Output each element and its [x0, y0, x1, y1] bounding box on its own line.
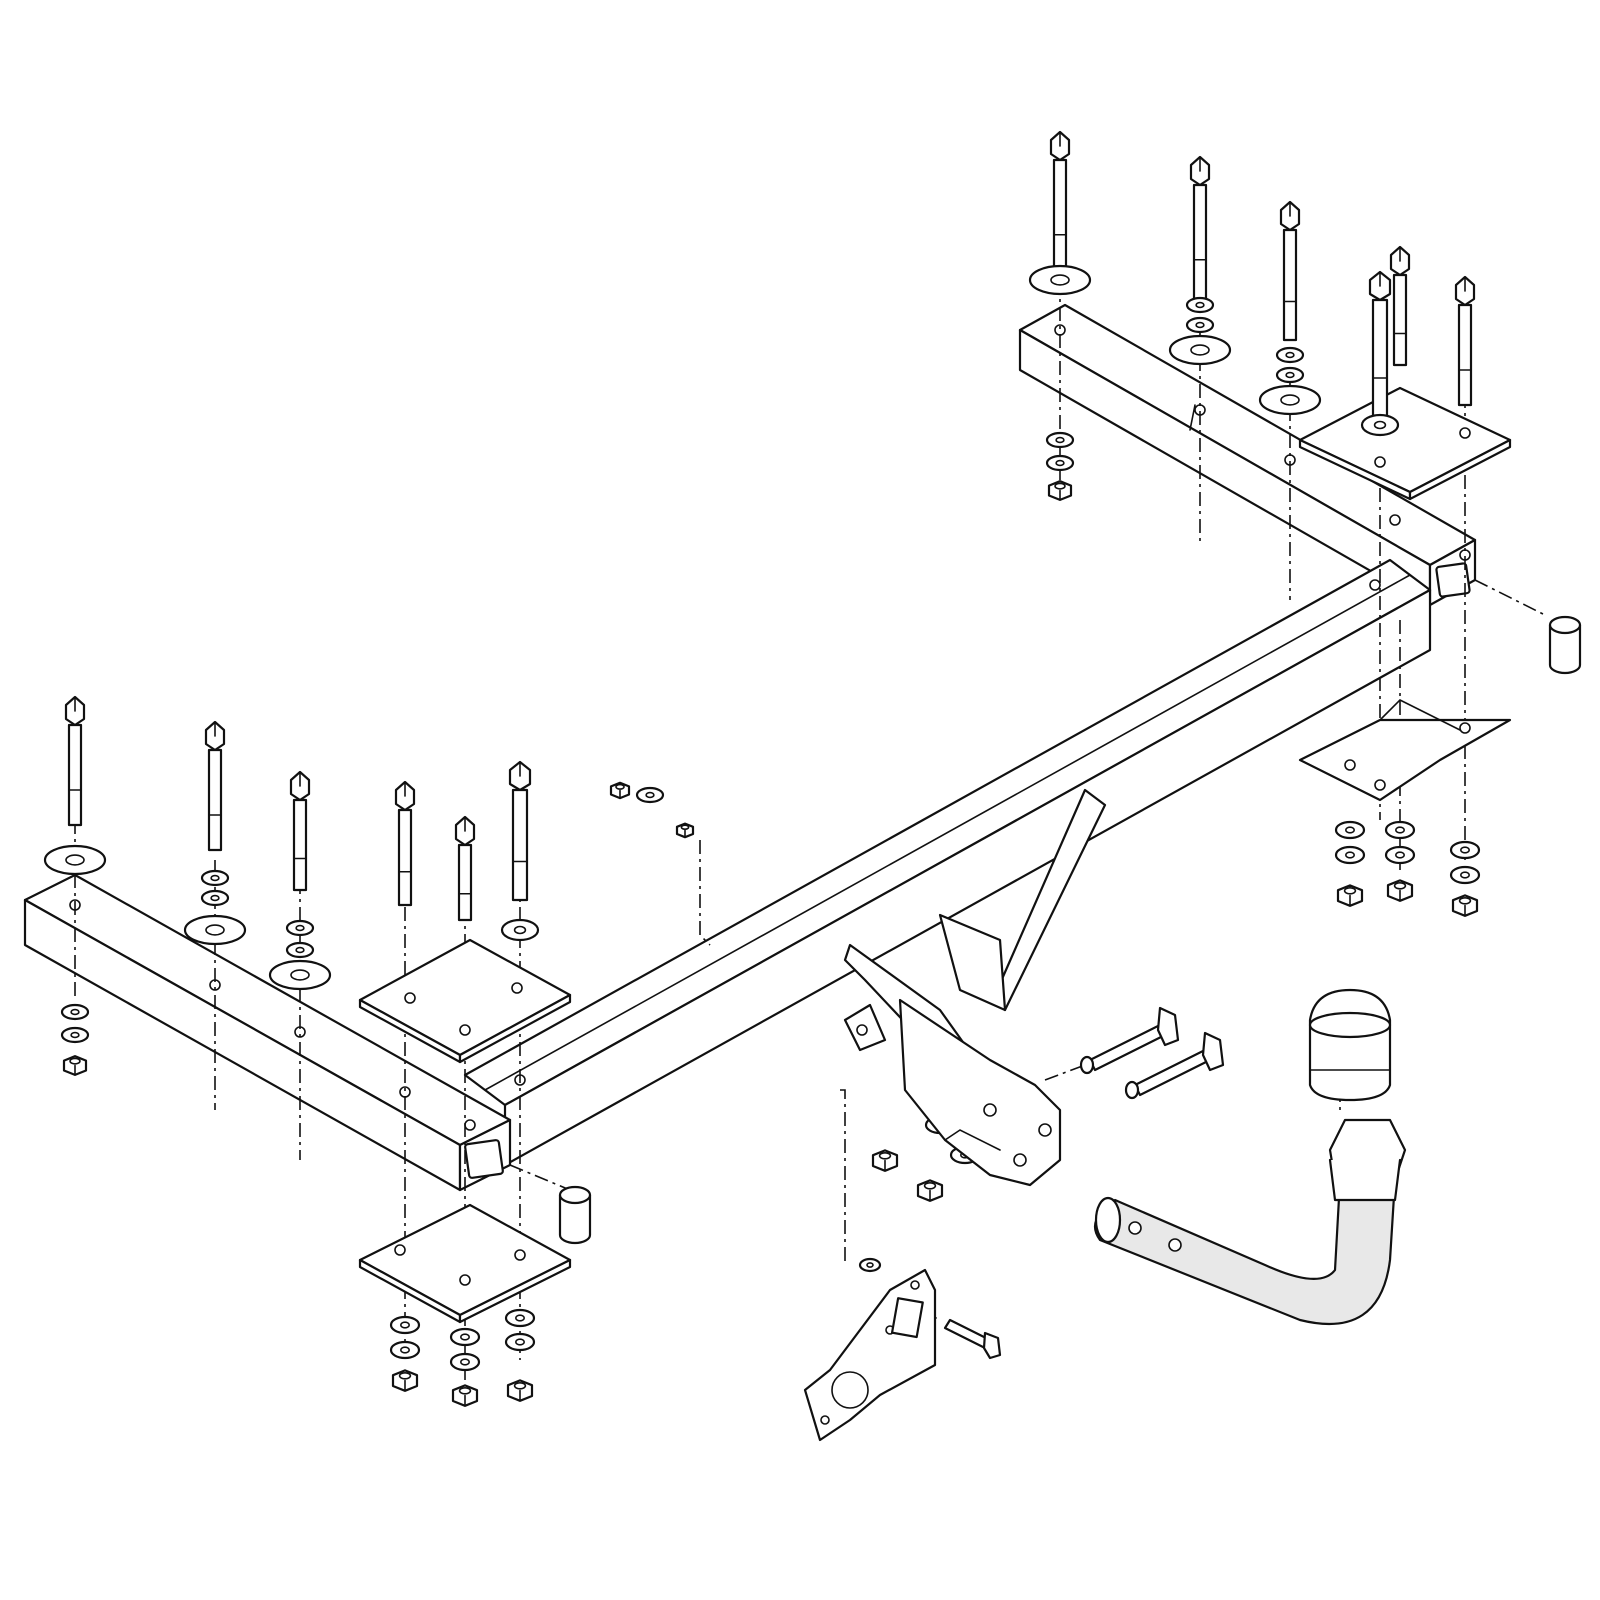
washer — [504, 1308, 536, 1328]
hex-bolt — [1189, 155, 1211, 302]
washer — [1045, 454, 1075, 472]
hex-bolt — [1454, 275, 1476, 407]
hex-nut — [609, 781, 631, 800]
washer — [449, 1352, 481, 1372]
washer — [1258, 384, 1322, 416]
washer — [449, 1327, 481, 1347]
hex-nut — [1386, 879, 1414, 902]
hex-nut — [391, 1369, 419, 1392]
washer — [200, 869, 230, 887]
hex-bolt — [1389, 245, 1411, 367]
tow-ball-cover — [1308, 988, 1392, 1102]
washer — [268, 959, 332, 991]
washer — [1185, 296, 1215, 314]
hex-nuts — [62, 480, 1479, 1407]
hex-bolts — [64, 130, 1476, 922]
hex-bolt — [1049, 130, 1071, 277]
hex-bolt — [508, 760, 532, 902]
hex-nut — [871, 1149, 899, 1172]
electrical-socket-plate — [803, 1268, 1002, 1442]
hex-nut — [916, 1179, 944, 1202]
washer — [200, 889, 230, 907]
side-bolts — [1079, 1006, 1225, 1100]
washer — [1168, 334, 1232, 366]
washer — [858, 1257, 882, 1273]
hex-nut — [506, 1379, 534, 1402]
washer — [1360, 413, 1400, 437]
washer — [285, 919, 315, 937]
hex-nut — [62, 1055, 88, 1077]
washer — [389, 1340, 421, 1360]
washer — [1384, 845, 1416, 865]
hex-nut — [675, 822, 695, 839]
tow-ball-neck — [1093, 1118, 1407, 1326]
washer — [1334, 845, 1366, 865]
hex-nut — [1451, 894, 1479, 917]
washer — [1045, 431, 1075, 449]
washer — [1384, 820, 1416, 840]
washer — [285, 941, 315, 959]
hex-nut — [451, 1384, 479, 1407]
hex-bolt — [64, 695, 86, 827]
socket-bolt — [943, 1318, 1002, 1360]
hex-bolt — [394, 780, 416, 907]
hex-bolt — [204, 720, 226, 852]
side-bolt-upper — [1079, 1006, 1180, 1075]
washer — [1275, 346, 1305, 364]
hex-bolt — [289, 770, 311, 892]
washer — [1185, 316, 1215, 334]
tow-hook-mount-plate — [843, 788, 1107, 1187]
hex-bolt — [454, 815, 476, 922]
washer — [504, 1332, 536, 1352]
clamp-plates — [358, 386, 1512, 1324]
washer — [43, 844, 107, 876]
end-cap-left — [558, 1185, 592, 1245]
hex-nut — [1047, 480, 1073, 501]
washers — [43, 264, 1481, 1372]
washer — [1449, 840, 1481, 860]
side-bolt-lower — [1124, 1031, 1225, 1100]
hex-bolt — [1279, 200, 1301, 342]
washer — [635, 786, 665, 804]
washer — [183, 914, 247, 946]
hex-nut — [1336, 884, 1364, 907]
end-caps — [558, 615, 1582, 1245]
washer — [60, 1026, 90, 1044]
washer — [1275, 366, 1305, 384]
right-mounting-bracket — [1018, 303, 1477, 607]
washer — [1028, 264, 1092, 296]
washer — [1334, 820, 1366, 840]
washer — [389, 1315, 421, 1335]
hex-bolt — [1368, 270, 1392, 422]
end-cap-right — [1548, 615, 1582, 675]
left-mounting-bracket — [23, 873, 512, 1192]
washer — [1449, 865, 1481, 885]
washer — [60, 1003, 90, 1021]
washer — [500, 918, 540, 942]
